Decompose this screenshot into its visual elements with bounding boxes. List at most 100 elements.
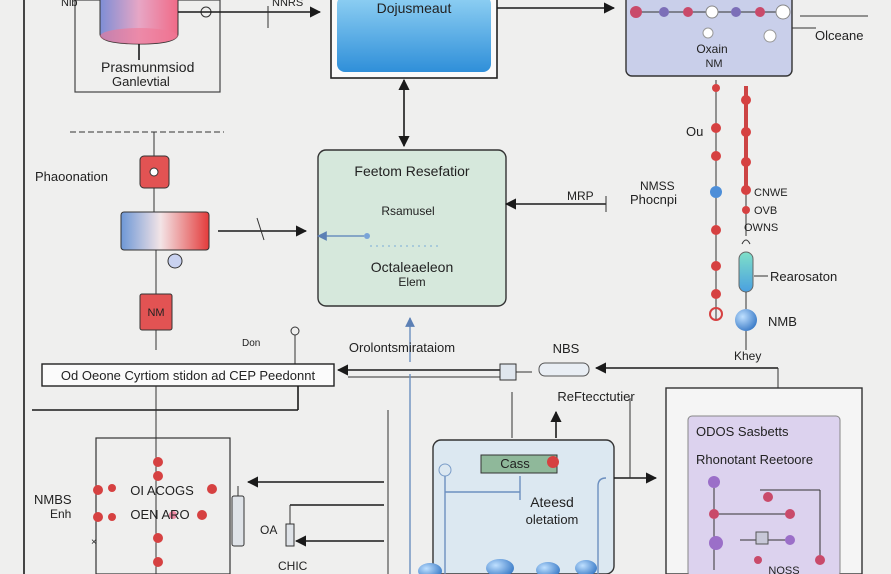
long-bar	[41, 363, 335, 387]
label-ou: Ou	[686, 124, 703, 139]
tank-valve	[167, 253, 183, 269]
reactor-module: Feetom Resefatior Rsamusel Octaleaeleon …	[317, 149, 677, 362]
bottom-right-noss: NOSS	[768, 565, 799, 574]
bead	[93, 512, 103, 522]
bead	[108, 484, 116, 492]
bead	[153, 533, 163, 543]
label-ovb: OVB	[754, 205, 777, 217]
photonation-module: Phaoonation NM	[35, 131, 308, 350]
label-orolont: Orolontsmirataiom	[349, 340, 455, 355]
bead	[197, 510, 207, 520]
bead	[755, 7, 765, 17]
long-bar-module: Don Orolontsmirataiom Od Oeone Cyrtiom s…	[41, 326, 779, 404]
label-oen-aro: OEN ARO	[130, 507, 189, 522]
bead	[763, 492, 773, 502]
ateesd-label: Ateesd	[530, 494, 574, 510]
bead	[659, 7, 669, 17]
photonation-tank	[120, 211, 210, 251]
bottom-left-network: OI ACOGS OEN ARO NMBS Enh × OA CHIC	[32, 386, 389, 574]
long-bar-connector	[499, 363, 517, 381]
label-khey: Khey	[734, 349, 761, 363]
bead	[731, 7, 741, 17]
reactor-dot	[364, 233, 370, 239]
bead	[709, 509, 719, 519]
label-oi-acogs: OI ACOGS	[130, 483, 194, 498]
tank-arrow-mark	[256, 217, 265, 241]
bead	[153, 471, 163, 481]
bottom-left-small-probe	[285, 523, 295, 547]
reactor-sub3: Elem	[398, 275, 425, 289]
bead	[709, 307, 723, 321]
bottom-left-x: ×	[91, 537, 97, 548]
bead	[711, 261, 721, 271]
label-oa: OA	[260, 523, 277, 537]
photonation-cell-dot	[149, 167, 159, 177]
oletatom-label: oletatiom	[526, 512, 579, 527]
bead	[709, 536, 723, 550]
bottom-blob	[536, 562, 560, 574]
bottom-right-sub: Rhonotant Reetoore	[696, 452, 813, 467]
right-vial-cap	[741, 239, 751, 245]
bottom-blob	[486, 559, 514, 574]
bead	[711, 151, 721, 161]
reactor-sub2: Octaleaeleon	[371, 259, 454, 275]
bottom-left-probe	[231, 495, 245, 547]
cass-label: Cass	[500, 456, 530, 471]
right-vial	[738, 251, 754, 293]
bubble	[763, 29, 777, 43]
bead	[711, 289, 721, 299]
label-enh: Enh	[50, 507, 71, 521]
top-right-side-label: Olceane	[815, 28, 863, 43]
label-don: Don	[242, 338, 260, 349]
label-nmb: NMB	[768, 314, 797, 329]
bead	[785, 535, 795, 545]
long-bar-knob	[290, 326, 300, 336]
reactor-title: Feetom Resefatior	[354, 163, 469, 179]
label-nmss: NMSS	[640, 179, 675, 193]
bottom-center-box	[432, 439, 615, 574]
label-rearosaton: Rearosaton	[770, 269, 837, 284]
photonation-label: Phaoonation	[35, 169, 108, 184]
label-repectuter: ReFtecctutier	[557, 389, 635, 404]
top-center-label: Dojusmeaut	[377, 0, 452, 16]
bead	[169, 511, 177, 519]
bead	[108, 513, 116, 521]
bottom-center-curve	[597, 477, 607, 487]
right-ball	[735, 309, 757, 331]
bead	[710, 186, 722, 198]
bead	[741, 127, 751, 137]
label-phocnpi: Phocnpi	[630, 192, 677, 207]
cass-dot	[547, 456, 559, 468]
label-chic: CHIC	[278, 559, 308, 573]
top-right-nm: NM	[705, 58, 722, 70]
bead	[93, 485, 103, 495]
bead	[630, 6, 642, 18]
top-left-module: Prasmunmsiod Ganlevtial Nib NNRS	[61, 0, 322, 93]
bead	[754, 556, 762, 564]
right-bead-chains: Ou CNWE OVB OWNS Rearosaton NMB Khey	[686, 80, 837, 363]
top-right-module: Oxain NM Olceane	[625, 0, 868, 77]
reactor-box	[317, 149, 507, 307]
long-bar-label: Od Oeone Cyrtiom stidon ad CEP Peedonnt	[61, 368, 316, 383]
purple-square	[755, 531, 769, 545]
label-cnwe: CNWE	[754, 187, 788, 199]
bottom-blob	[575, 560, 597, 574]
top-center-module: Dojusmeaut	[330, 0, 616, 148]
bead	[207, 484, 217, 494]
reactor-sub1: Rsamusel	[381, 204, 434, 218]
label-mrp: MRP	[567, 189, 594, 203]
bottom-left-frame	[95, 437, 231, 574]
bead	[741, 157, 751, 167]
long-bar-tube	[538, 362, 590, 377]
top-left-subtitle: Ganlevtial	[112, 74, 170, 89]
bottom-blob	[418, 563, 442, 574]
bead	[785, 509, 795, 519]
bead	[712, 84, 720, 92]
bead	[711, 123, 721, 133]
bottom-right-module: ODOS Sasbetts Rhonotant Reetoore NOSS	[665, 387, 863, 574]
bead	[153, 457, 163, 467]
bubble	[702, 27, 714, 39]
top-left-frame	[74, 0, 221, 93]
